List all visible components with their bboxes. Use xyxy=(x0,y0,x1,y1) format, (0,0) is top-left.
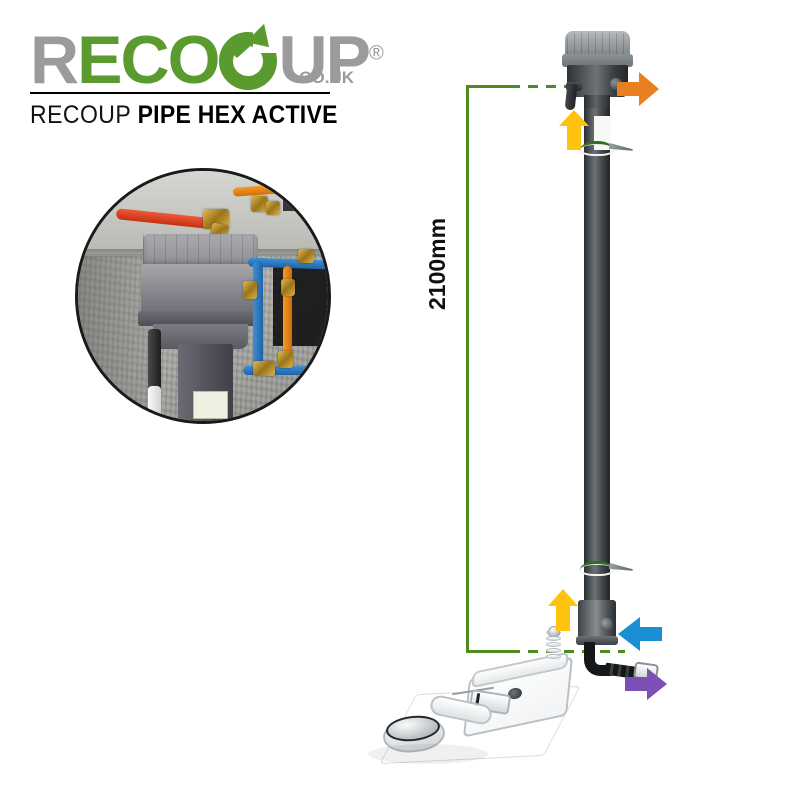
hot-water-out-arrow xyxy=(617,72,659,106)
dimension-bracket-top xyxy=(466,85,510,88)
brass-fitting-6 xyxy=(280,278,295,296)
cold-water-in-top-arrow xyxy=(559,110,589,150)
head-unit-cap xyxy=(565,31,630,57)
clip-band-green xyxy=(580,561,614,570)
recoup-logo: RECO UP® .CO.UK xyxy=(30,18,384,95)
recycle-notch xyxy=(253,28,280,53)
vent-rib xyxy=(546,642,561,647)
ground-shadow xyxy=(368,744,488,764)
product-model-name: PIPE HEX ACTIVE xyxy=(137,101,338,129)
outlet-port xyxy=(600,618,613,631)
pump-unit-vent-cap xyxy=(548,626,560,637)
dark-recess-top xyxy=(283,171,323,211)
dimension-leader-bottom xyxy=(510,650,625,653)
hex-unit-label xyxy=(193,391,228,419)
hex-unit-body xyxy=(140,263,261,316)
product-brand-word: RECOUP xyxy=(30,101,132,129)
cold-feed-in-arrow xyxy=(618,617,662,651)
vent-rib xyxy=(546,648,561,653)
brass-fitting-9 xyxy=(298,248,314,263)
blue-pipe-bottom xyxy=(243,366,318,375)
brass-fitting-4 xyxy=(265,201,280,215)
waste-elbow-connector xyxy=(584,642,612,676)
dimension-leader-top xyxy=(510,85,592,88)
logo-text: RECO UP® xyxy=(30,22,384,98)
vent-rib xyxy=(546,654,561,659)
installation-photo xyxy=(75,168,331,424)
clip-band-green xyxy=(580,141,614,150)
dimension-bracket-vertical xyxy=(466,85,469,653)
photo-content xyxy=(78,171,328,421)
brand-divider xyxy=(30,92,330,94)
product-name: RECOUP PIPE HEX ACTIVE xyxy=(30,101,337,129)
recycle-arrow-icon xyxy=(219,23,280,90)
vertical-heat-exchanger-pipe xyxy=(584,108,610,618)
hex-unit-band xyxy=(138,311,263,326)
registered-trademark-icon: ® xyxy=(368,42,384,64)
logo-letters-up: UP xyxy=(278,21,370,98)
dimension-label: 2100mm xyxy=(424,217,450,310)
outlet-ring xyxy=(576,636,618,645)
logo-letters-eco: ECO xyxy=(77,21,220,98)
head-unit-collar xyxy=(562,54,633,67)
white-pipe-left xyxy=(148,386,161,421)
logo-domain: .CO.UK xyxy=(294,68,355,87)
cold-water-in-bottom-arrow xyxy=(548,589,578,631)
brass-fitting-8 xyxy=(253,361,275,376)
head-unit-nipple xyxy=(564,83,578,111)
waste-out-arrow xyxy=(625,668,667,700)
blue-pipe-vertical xyxy=(253,261,263,376)
pipe-clip-bottom xyxy=(579,561,615,576)
dark-recess-right xyxy=(273,261,328,346)
black-pipe-left xyxy=(148,328,161,391)
orange-pipe-vertical xyxy=(283,266,292,366)
brass-fitting-5 xyxy=(243,281,257,299)
brass-fitting-3 xyxy=(250,196,268,212)
logo-letter-r: R xyxy=(30,21,79,98)
hex-unit-cap xyxy=(143,233,258,266)
brass-fitting-7 xyxy=(278,351,293,368)
dimension-bracket-bottom xyxy=(466,650,510,653)
